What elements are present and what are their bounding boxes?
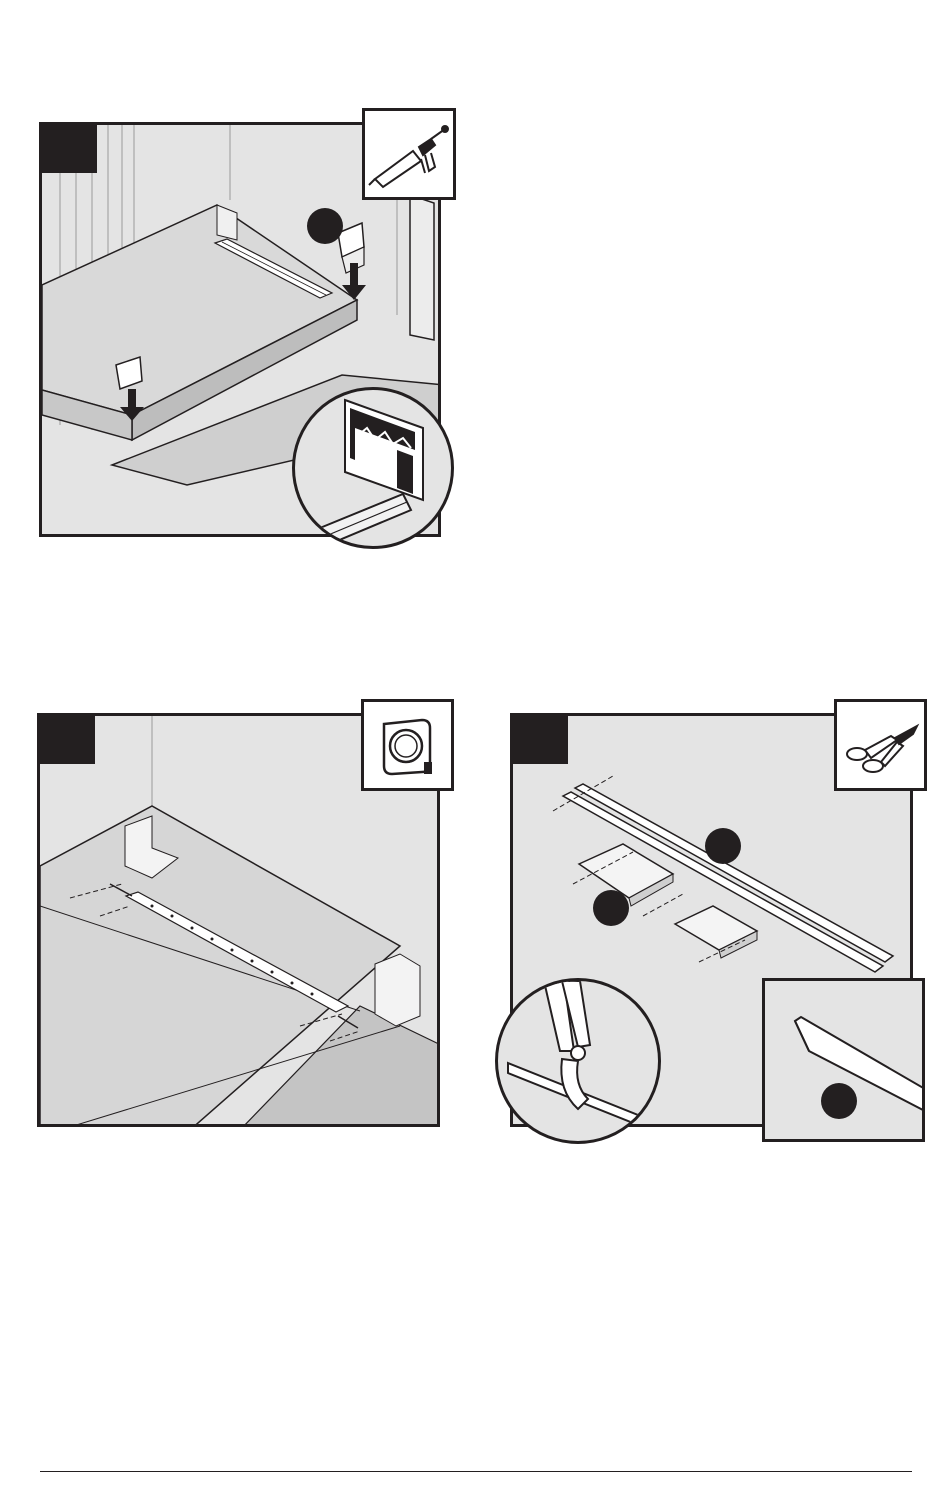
callout-dot xyxy=(821,1083,857,1119)
caulk-gun-icon xyxy=(362,108,456,200)
callout-dot xyxy=(593,890,629,926)
tin-snips-icon xyxy=(834,699,927,791)
snip-cut-detail xyxy=(495,978,661,1144)
step-number-tab xyxy=(40,716,95,764)
strip-end-detail xyxy=(762,978,925,1142)
step-number-tab xyxy=(42,125,97,173)
callout-dot xyxy=(705,828,741,864)
caulk-bead-detail xyxy=(292,387,454,549)
callout-dot xyxy=(307,208,343,244)
tape-measure-icon xyxy=(361,699,454,791)
footer-rule xyxy=(40,1471,912,1472)
step-number-tab xyxy=(513,716,568,764)
